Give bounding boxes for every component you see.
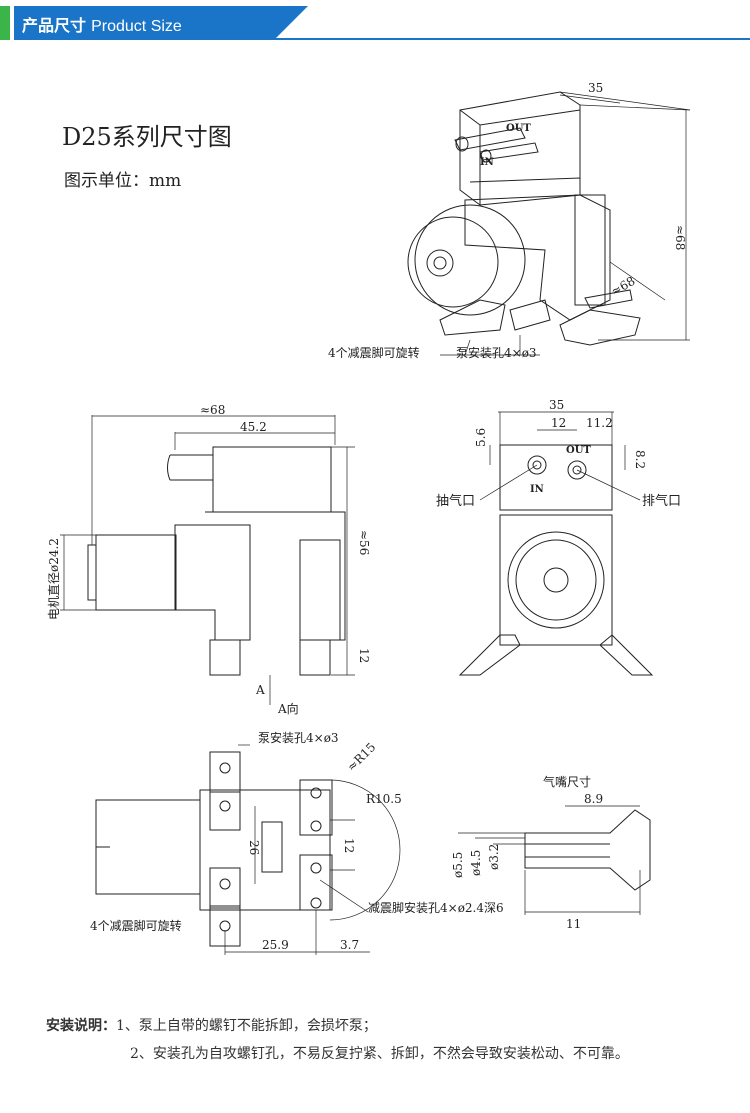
nozzle-d5-5: ø5.5 <box>451 852 465 878</box>
nozzle-view <box>458 805 651 915</box>
section-header: 产品尺寸 Product Size <box>0 0 750 44</box>
side-view <box>60 415 355 705</box>
front-inlet: 抽气口 <box>436 493 475 509</box>
side-dim-total: ≈68 <box>200 403 225 417</box>
install-note-1: 安装说明：1、泵上自带的螺钉不能拆卸，会损坏泵； <box>46 1012 629 1040</box>
top-dim-25-9: 25.9 <box>262 938 289 952</box>
iso-dim-top: 35 <box>588 81 603 95</box>
front-dim-11-2: 11.2 <box>586 416 613 430</box>
front-view <box>458 411 654 676</box>
side-motor-dia: 电机直径ø24.2 <box>47 538 61 620</box>
iso-dim-depth: ≈68 <box>609 274 638 299</box>
install-note-1-text: 1、泵上自带的螺钉不能拆卸，会损坏泵； <box>116 1018 377 1034</box>
side-view-label: A向 <box>277 701 299 716</box>
iso-callout-feet: 4个减震脚可旋转 <box>328 345 420 360</box>
header-title-en: Product Size <box>91 18 182 35</box>
drawing-title: D25系列尺寸图 <box>62 123 232 151</box>
nozzle-d3-2: ø3.2 <box>487 844 501 870</box>
header-title-cn: 产品尺寸 <box>22 16 87 35</box>
front-port-out: OUT <box>566 445 591 456</box>
header-title: 产品尺寸 Product Size <box>22 12 182 36</box>
iso-port-in: IN <box>480 157 494 168</box>
nozzle-d4-5: ø4.5 <box>469 850 483 876</box>
front-outlet: 排气口 <box>642 493 681 509</box>
header-underline <box>14 38 750 40</box>
nozzle-title: 气嘴尺寸 <box>543 774 591 789</box>
iso-dim-height: ≈68 <box>673 225 687 250</box>
front-dim-width: 35 <box>549 398 564 412</box>
header-accent <box>0 6 10 40</box>
header-tab <box>14 6 308 40</box>
side-dim-foot: 12 <box>357 648 371 663</box>
front-dim-8-2: 8.2 <box>633 450 647 469</box>
top-dim-3-7: 3.7 <box>340 938 359 952</box>
top-feet: 4个减震脚可旋转 <box>90 918 182 933</box>
top-holes: 泵安装孔4×ø3 <box>258 730 339 745</box>
top-dim-12: 12 <box>342 838 356 853</box>
top-r10-5: R10.5 <box>366 792 402 806</box>
top-foot-holes: 减震脚安装孔4×ø2.4深6 <box>368 900 504 915</box>
iso-callout-holes: 泵安装孔4×ø3 <box>456 345 537 360</box>
top-dim-26: 26 <box>247 840 261 855</box>
side-dim-height: ≈56 <box>357 530 371 555</box>
iso-view <box>407 91 691 356</box>
front-dim-5-6: 5.6 <box>474 428 488 447</box>
side-dim-body: 45.2 <box>240 420 267 434</box>
nozzle-dim-11: 11 <box>566 917 581 931</box>
install-notes: 安装说明：1、泵上自带的螺钉不能拆卸，会损坏泵； 2、安装孔为自攻螺钉孔，不易反… <box>46 1012 629 1068</box>
front-dim-12: 12 <box>551 416 566 430</box>
install-note-2: 2、安装孔为自攻螺钉孔，不易反复拧紧、拆卸，不然会导致安装松动、不可靠。 <box>130 1046 629 1062</box>
nozzle-dim-8-9: 8.9 <box>584 792 603 806</box>
front-port-in: IN <box>530 484 544 495</box>
install-notes-label: 安装说明： <box>46 1018 116 1034</box>
drawing-unit: 图示单位：mm <box>64 171 182 191</box>
side-arrow-label: A <box>255 683 265 697</box>
top-view <box>95 744 401 955</box>
iso-port-out: OUT <box>506 123 531 134</box>
top-r15: ≈R15 <box>344 740 378 774</box>
